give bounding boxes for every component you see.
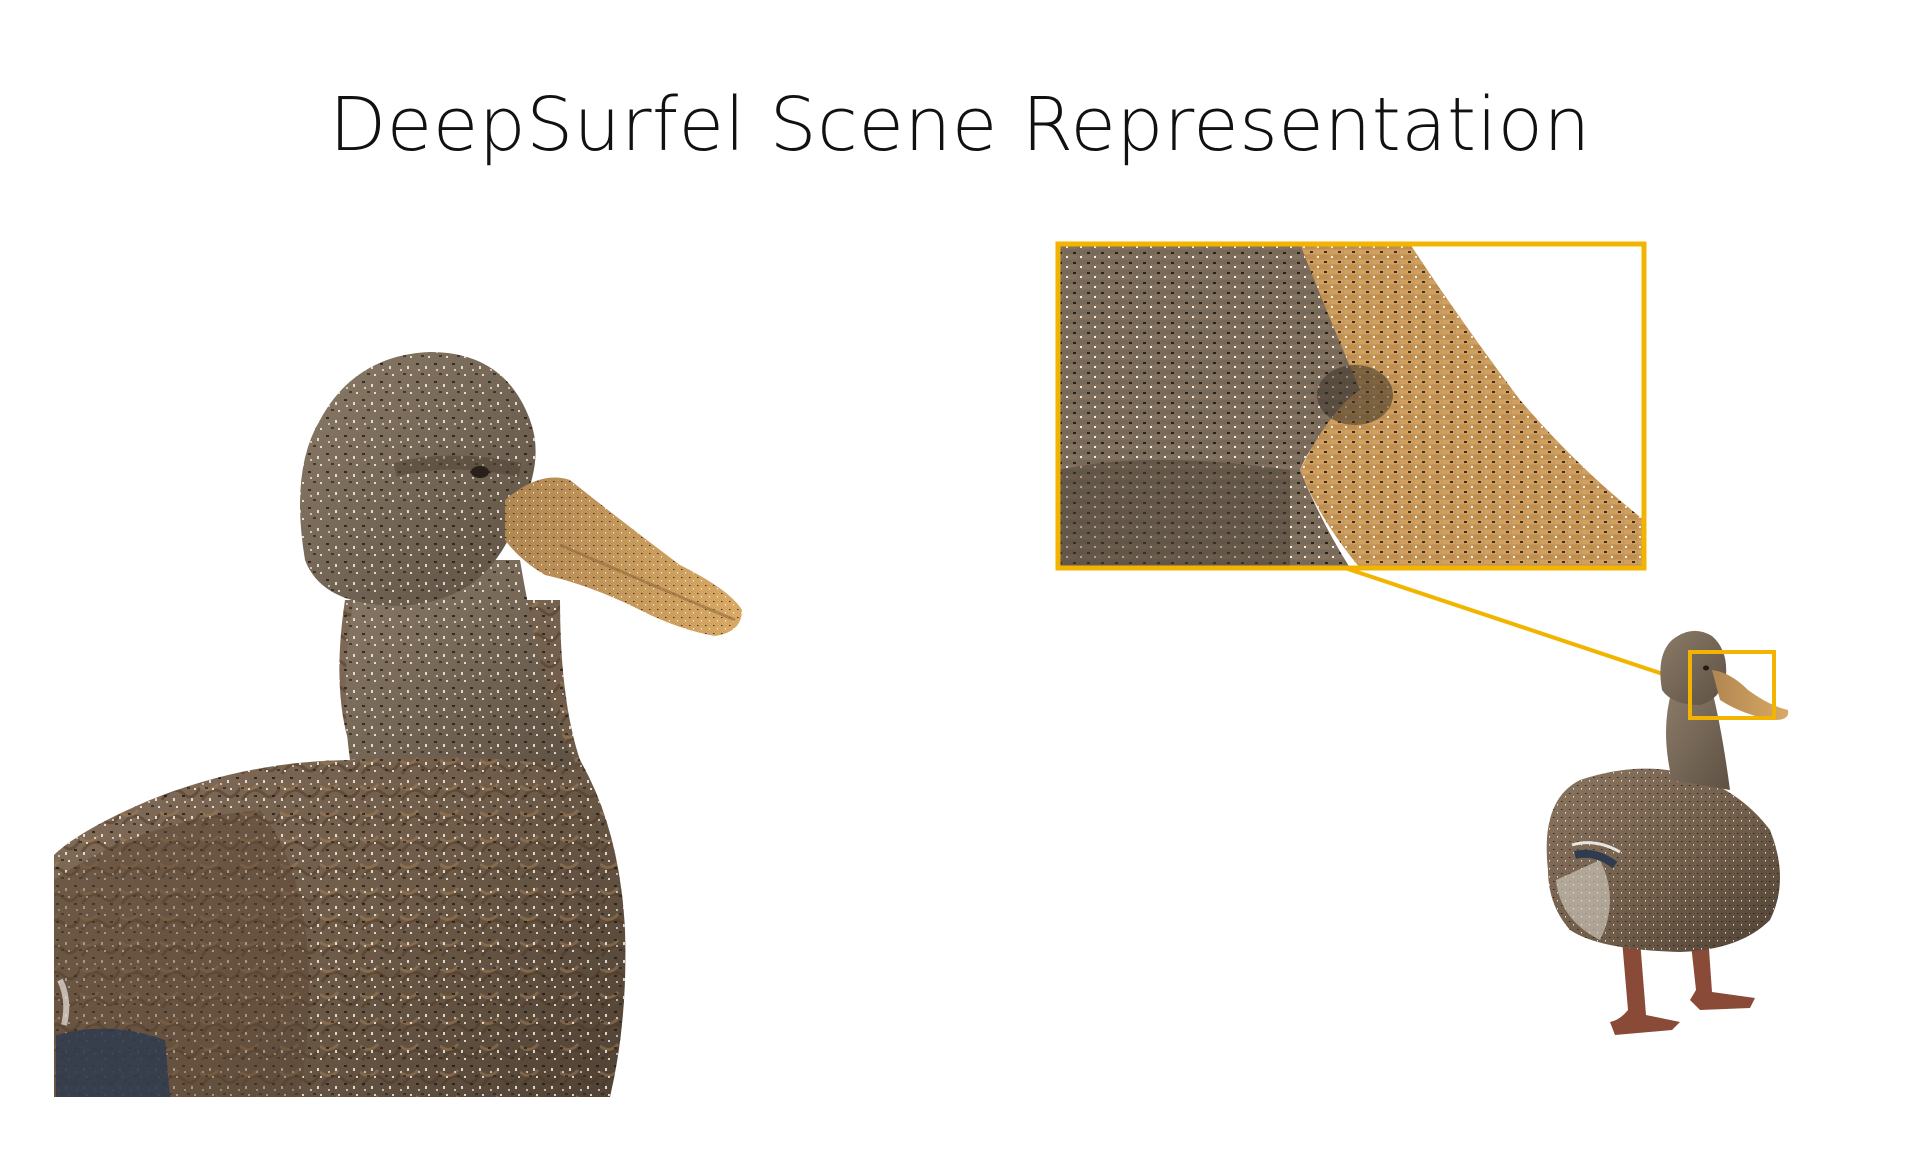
duck-bill-small [1712,670,1789,720]
duck-eye [471,466,489,478]
bill-surfel-zoom [1055,241,1647,571]
wing-patch [56,1028,170,1097]
closeup-duck-render [54,352,742,1097]
duck-head-small [1660,630,1727,705]
bill-highlight-box [1688,650,1776,720]
slide-title: DeepSurfel Scene Representation [329,82,1591,168]
zoom-connector-line [1344,566,1691,685]
full-duck-render [1546,630,1789,1035]
